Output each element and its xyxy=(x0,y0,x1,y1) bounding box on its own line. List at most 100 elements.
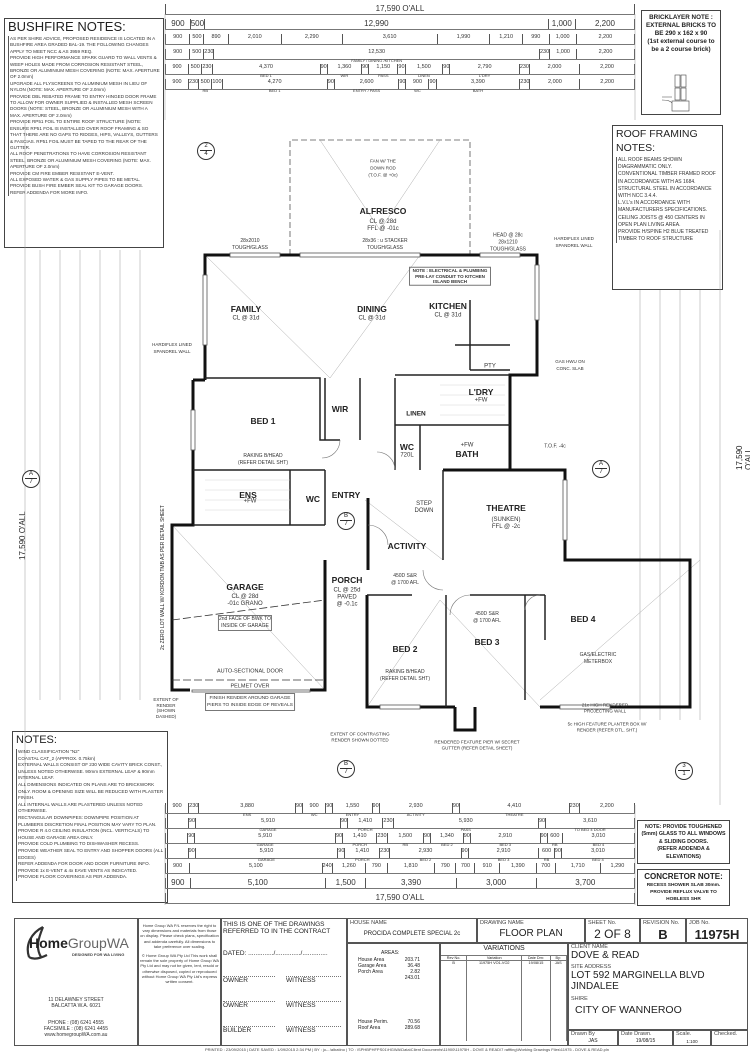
dimension-value: 900 xyxy=(172,863,183,869)
stacker-door-label: 28x36 : u STACKER TOUGH/GLASS xyxy=(362,238,408,251)
dimension-label: ACTIVITY xyxy=(406,812,425,817)
signature-witness-label: WITNESS xyxy=(286,1001,341,1009)
dimension-segment: 1,500 xyxy=(324,878,365,888)
dimension-value: 90 xyxy=(461,848,468,854)
dimension-segment: 17,590 O'ALL xyxy=(165,893,635,903)
room-bed4: BED 4 xyxy=(570,614,596,624)
kitchen-prelay-note: NOTE : ELECTRICAL & PLUMBING PRE-LAY CON… xyxy=(409,266,491,286)
dimension-segment: 900 xyxy=(165,64,188,74)
variations-column-header: Date Drn: xyxy=(522,956,551,960)
dimension-segment: 1,290 xyxy=(599,863,635,873)
dimension-value: 4,270 xyxy=(267,79,282,85)
section-marker-sheet: 4 xyxy=(204,151,208,157)
dimension-segment: 230 xyxy=(538,49,549,59)
dimension-segment: 90 xyxy=(187,833,194,843)
variations-cell: JAS xyxy=(551,961,567,1041)
dimension-value: 90 xyxy=(554,848,561,854)
dimension-value: 900 xyxy=(173,49,183,55)
dimension-segment: 500 xyxy=(189,19,204,29)
dimension-value: 230 xyxy=(380,848,390,854)
dimension-value: 1,410 xyxy=(352,833,367,839)
dimension-value: 1,000 xyxy=(556,49,570,55)
room-family: FAMILY xyxy=(230,304,262,314)
scale-label: Scale. xyxy=(676,1031,692,1037)
company-website[interactable]: www.homegroupWA.com.au xyxy=(44,1032,108,1038)
area-row: House Perim.70.56 xyxy=(358,1019,420,1025)
dimension-segment: 5,100 xyxy=(189,863,321,873)
list-item: WIND CLASSIFICATION "N2" xyxy=(16,749,164,756)
dimension-value: 700 xyxy=(460,863,471,869)
internal-walls xyxy=(193,300,546,707)
dimension-value: 90 xyxy=(295,803,303,809)
list-item: PROVIDE COLD PLUMBING TO DISHWASHER RECE… xyxy=(16,841,164,848)
dimension-value: 900 xyxy=(172,64,182,70)
dimension-segment: 910 xyxy=(474,863,498,873)
dimension-segment: 90 xyxy=(319,64,327,74)
dimension-value: 790 xyxy=(440,863,450,869)
dimension-segment: 230 xyxy=(376,833,387,843)
company-tagline: DESIGNED FOR WA LIVING xyxy=(72,952,125,957)
disclaimer-block: Home Group WA P/L reserves the right to … xyxy=(138,918,221,1046)
dimension-segment: 90 xyxy=(537,818,545,828)
section-marker-letter: B xyxy=(340,513,352,521)
room-bed3: BED 3 xyxy=(474,637,500,647)
dimension-segment: 90 xyxy=(460,848,468,858)
dimension-segment: 1,000 xyxy=(548,34,576,44)
feature-pier-label: RENDERED FEATURE PIER W/ SECRET GUTTER (… xyxy=(434,739,520,751)
dimension-value: 90 xyxy=(362,64,369,70)
dimension-value: 2,910 xyxy=(496,848,511,854)
dimension-value: 5,910 xyxy=(261,818,275,824)
dimension-value: 700 xyxy=(541,863,551,869)
dimension-value: 2,200 xyxy=(600,79,615,85)
dimension-value: 230 xyxy=(202,64,212,70)
dimension-label: THEATRE xyxy=(505,812,524,817)
contract-dated: DATED: ............../............../...… xyxy=(223,950,328,957)
dimension-value: 3,010 xyxy=(591,833,606,839)
checked-label: Checked. xyxy=(714,1031,738,1037)
dimension-label: PORCH xyxy=(355,857,370,862)
dimension-segment xyxy=(165,833,187,843)
signature-party-label: OWNER xyxy=(223,1001,275,1009)
left-dimension-ticks xyxy=(39,250,141,700)
list-item: ALL EXPOSED WATER & GAS SUPPLY PIPES TO … xyxy=(8,176,160,184)
dimension-segment: 1,710 xyxy=(554,863,600,873)
planter-box-label: 5c HIGH FEATURE PLANTER BOX W/ RENDER (R… xyxy=(567,721,647,733)
dimension-segment: 90 xyxy=(361,64,368,74)
dimension-value: 3,610 xyxy=(382,34,397,40)
windows xyxy=(190,252,611,710)
date-drawn-cell: Date Drawn. 19/08/15 xyxy=(618,1030,673,1046)
section-marker-letter: A xyxy=(595,461,607,469)
dimension-value: 5,100 xyxy=(247,878,268,887)
dimension-segment: 90 xyxy=(428,79,436,89)
room-bed2: BED 2 xyxy=(392,644,418,654)
section-marker-sheet: 7 xyxy=(599,469,603,475)
list-item: CEILING JOISTS @ 450 CENTERS IN OPEN PLA… xyxy=(616,214,719,230)
glass-note-text: NOTE: PROVIDE TOUGHENED(5mm) GLASS TO AL… xyxy=(638,821,729,864)
dimension-segment: 900 xyxy=(165,49,189,59)
list-item: BALCATTA W.A. 6021 xyxy=(51,1003,101,1010)
dimension-value: 1,260 xyxy=(342,863,356,869)
dimension-label: WIR xyxy=(340,73,349,78)
dimension-segment: 230 xyxy=(568,803,579,813)
variations-cell: 11975H VO1-VO2 xyxy=(467,961,523,1041)
dimension-value: 3,390 xyxy=(401,878,422,887)
dimension-value: 17,590 O'ALL xyxy=(375,4,425,13)
dimension-segment: 90 xyxy=(451,803,459,813)
zero-lot-wall-note: 2c ZERO LOT WALL W/ KORDON TMB AS PER DE… xyxy=(160,505,166,650)
room-kitchen: KITCHEN xyxy=(429,301,467,311)
list-item: UPGRADE ALL FLYSCREENS TO ALUMINIUM MESH… xyxy=(8,80,160,94)
drawn-by-label: Drawn By xyxy=(571,1031,595,1037)
dimension-value: 12,530 xyxy=(368,49,386,55)
dimension-segment: 230 xyxy=(518,64,529,74)
dimension-value: 2,790 xyxy=(477,64,492,70)
variations-heading: VARIATIONS xyxy=(483,945,525,952)
dimension-label: TO BED 4 DOOR xyxy=(574,827,606,832)
